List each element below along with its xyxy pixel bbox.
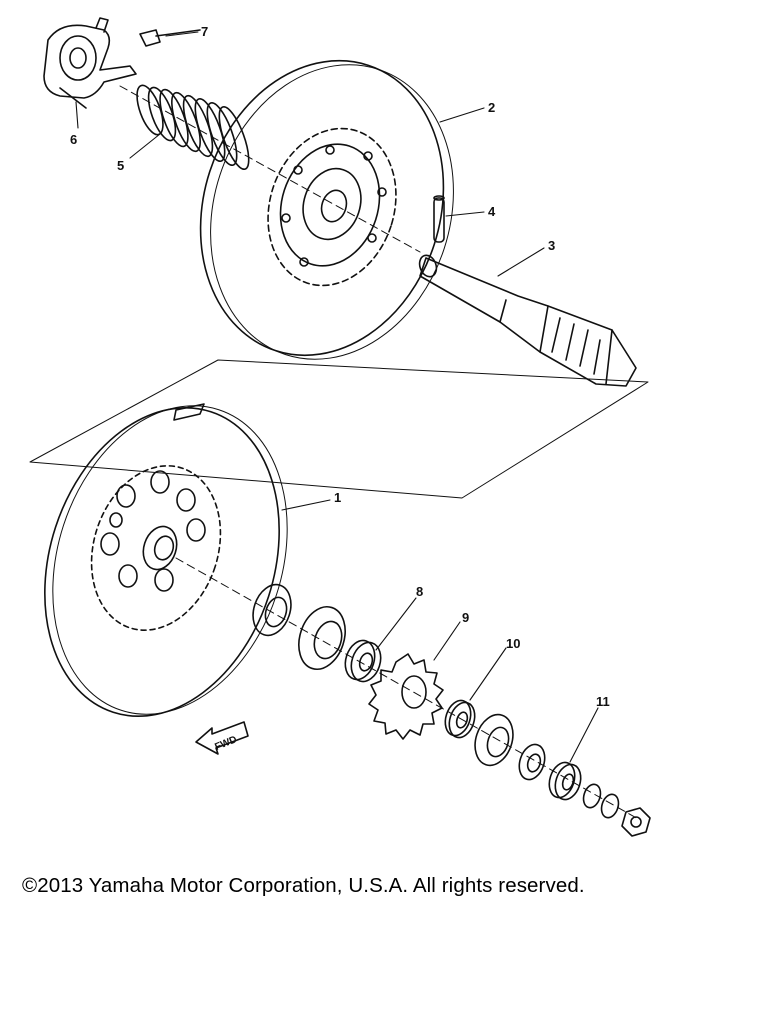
callout-10: 10: [506, 636, 520, 651]
part-nut: [621, 807, 651, 837]
part-bearing-c: [474, 713, 514, 767]
exploded-parts-diagram: 7 6 5 2 4 3 1 8 9 10 11 FWD: [29, 17, 651, 837]
fwd-label: FWD: [213, 734, 238, 753]
callout-leaders: [75, 31, 599, 763]
part-11-collar: [548, 761, 582, 801]
assembly-centerline-lower: [175, 557, 641, 821]
callout-8: 8: [416, 584, 423, 599]
part-8-collar: [344, 639, 382, 683]
part-bearing-a: [252, 583, 292, 637]
part-washer-b: [582, 783, 620, 819]
part-3-shaft: [418, 254, 637, 387]
part-10-collar: [444, 699, 476, 739]
part-bearing-b: [298, 606, 346, 670]
part-washer-a: [518, 743, 546, 781]
callout-5: 5: [117, 158, 124, 173]
callout-11: 11: [596, 694, 610, 709]
copyright-notice: ©2013 Yamaha Motor Corporation, U.S.A. A…: [22, 874, 585, 897]
fwd-arrow-icon: [195, 721, 249, 755]
part-6-cam: [43, 17, 137, 109]
part-7-pin: [139, 29, 201, 47]
callout-6: 6: [70, 132, 77, 147]
part-1-sheave: [44, 403, 288, 718]
callout-7: 7: [201, 24, 208, 39]
assembly-centerline-upper: [119, 85, 421, 253]
part-4-roll-pin: [433, 195, 445, 243]
callout-9: 9: [462, 610, 469, 625]
callout-1: 1: [334, 490, 341, 505]
part-5-spring: [136, 84, 250, 170]
part-2-sheave: [199, 59, 454, 360]
assembly-link-frame: [29, 359, 649, 499]
callout-3: 3: [548, 238, 555, 253]
callout-4: 4: [488, 204, 496, 219]
callout-2: 2: [488, 100, 495, 115]
part-9-sprocket: [368, 653, 444, 740]
